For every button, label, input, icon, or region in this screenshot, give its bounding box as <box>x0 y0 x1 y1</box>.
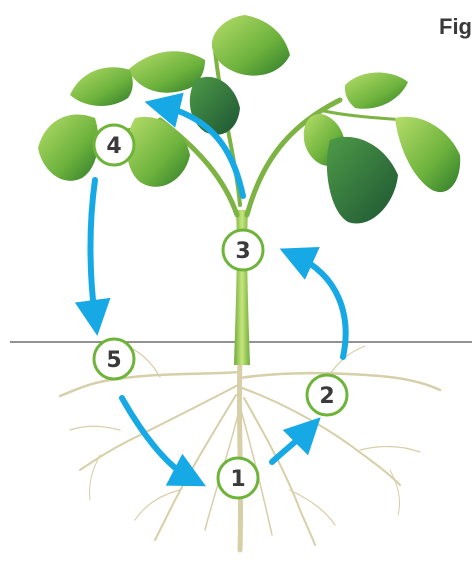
marker-5-label: 5 <box>106 348 121 373</box>
marker-1: 1 <box>218 458 258 498</box>
marker-3: 3 <box>223 230 263 270</box>
marker-1-label: 1 <box>230 467 245 492</box>
leaves <box>38 15 460 224</box>
marker-5: 5 <box>94 339 134 379</box>
marker-4: 4 <box>94 125 134 165</box>
marker-2-label: 2 <box>319 384 334 409</box>
arrow-1-to-2 <box>272 430 308 462</box>
marker-3-label: 3 <box>235 239 250 264</box>
marker-2: 2 <box>307 375 347 415</box>
marker-4-label: 4 <box>106 134 121 159</box>
figure-label: Fig <box>439 14 472 40</box>
arrow-4-to-5 <box>90 180 95 318</box>
